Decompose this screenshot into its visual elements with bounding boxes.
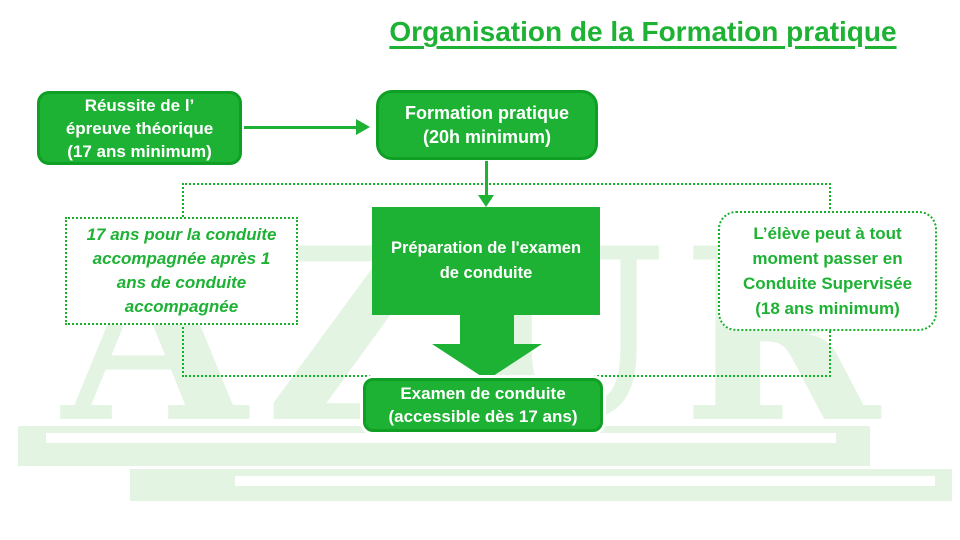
note-conduite-supervisee: L’élève peut à tout moment passer en Con… xyxy=(718,211,937,331)
note-line: 17 ans pour la conduite xyxy=(86,225,277,244)
watermark-road-band-top xyxy=(18,426,870,466)
box-line: Examen de conduite xyxy=(400,384,566,403)
box-reussite-epreuve-theorique: Réussite de l’ épreuve théorique (17 ans… xyxy=(37,91,242,165)
arrow-reussite-to-formation-line xyxy=(244,126,356,129)
arrow-reussite-to-formation-head xyxy=(356,119,370,135)
arrow-formation-to-preparation-line xyxy=(485,161,488,197)
note-line: ans de conduite xyxy=(116,273,247,292)
box-preparation-examen: Préparation de l'examen de conduite xyxy=(372,207,600,315)
box-line: Préparation de l'examen xyxy=(390,239,582,257)
box-line: (17 ans minimum) xyxy=(67,141,212,161)
box-line: de conduite xyxy=(439,264,533,282)
watermark-road-stripe-top xyxy=(46,433,836,443)
box-examen-conduite: Examen de conduite (accessible dès 17 an… xyxy=(363,378,603,432)
box-line: Réussite de l’ xyxy=(84,95,195,115)
big-down-arrow-head xyxy=(432,344,542,380)
note-line: moment passer en xyxy=(752,249,903,268)
page-title: Organisation de la Formation pratique xyxy=(389,16,897,47)
note-line: accompagnée après 1 xyxy=(92,249,271,268)
note-line: (18 ans minimum) xyxy=(755,299,900,318)
box-line: (accessible dès 17 ans) xyxy=(388,407,578,426)
box-line: épreuve théorique xyxy=(65,118,214,138)
watermark-road-band-bottom xyxy=(130,469,952,501)
note-line: Conduite Supervisée xyxy=(742,274,913,293)
box-line: Formation pratique xyxy=(404,103,569,123)
note-line: L’élève peut à tout xyxy=(753,224,902,243)
box-formation-pratique: Formation pratique (20h minimum) xyxy=(376,90,598,160)
big-down-arrow-shaft xyxy=(460,313,514,345)
watermark-road-stripe-bottom xyxy=(235,476,935,486)
note-conduite-accompagnee: 17 ans pour la conduite accompagnée aprè… xyxy=(65,217,298,325)
note-line: accompagnée xyxy=(124,297,239,316)
arrow-formation-to-preparation-head xyxy=(478,195,494,207)
box-line: (20h minimum) xyxy=(422,127,551,147)
